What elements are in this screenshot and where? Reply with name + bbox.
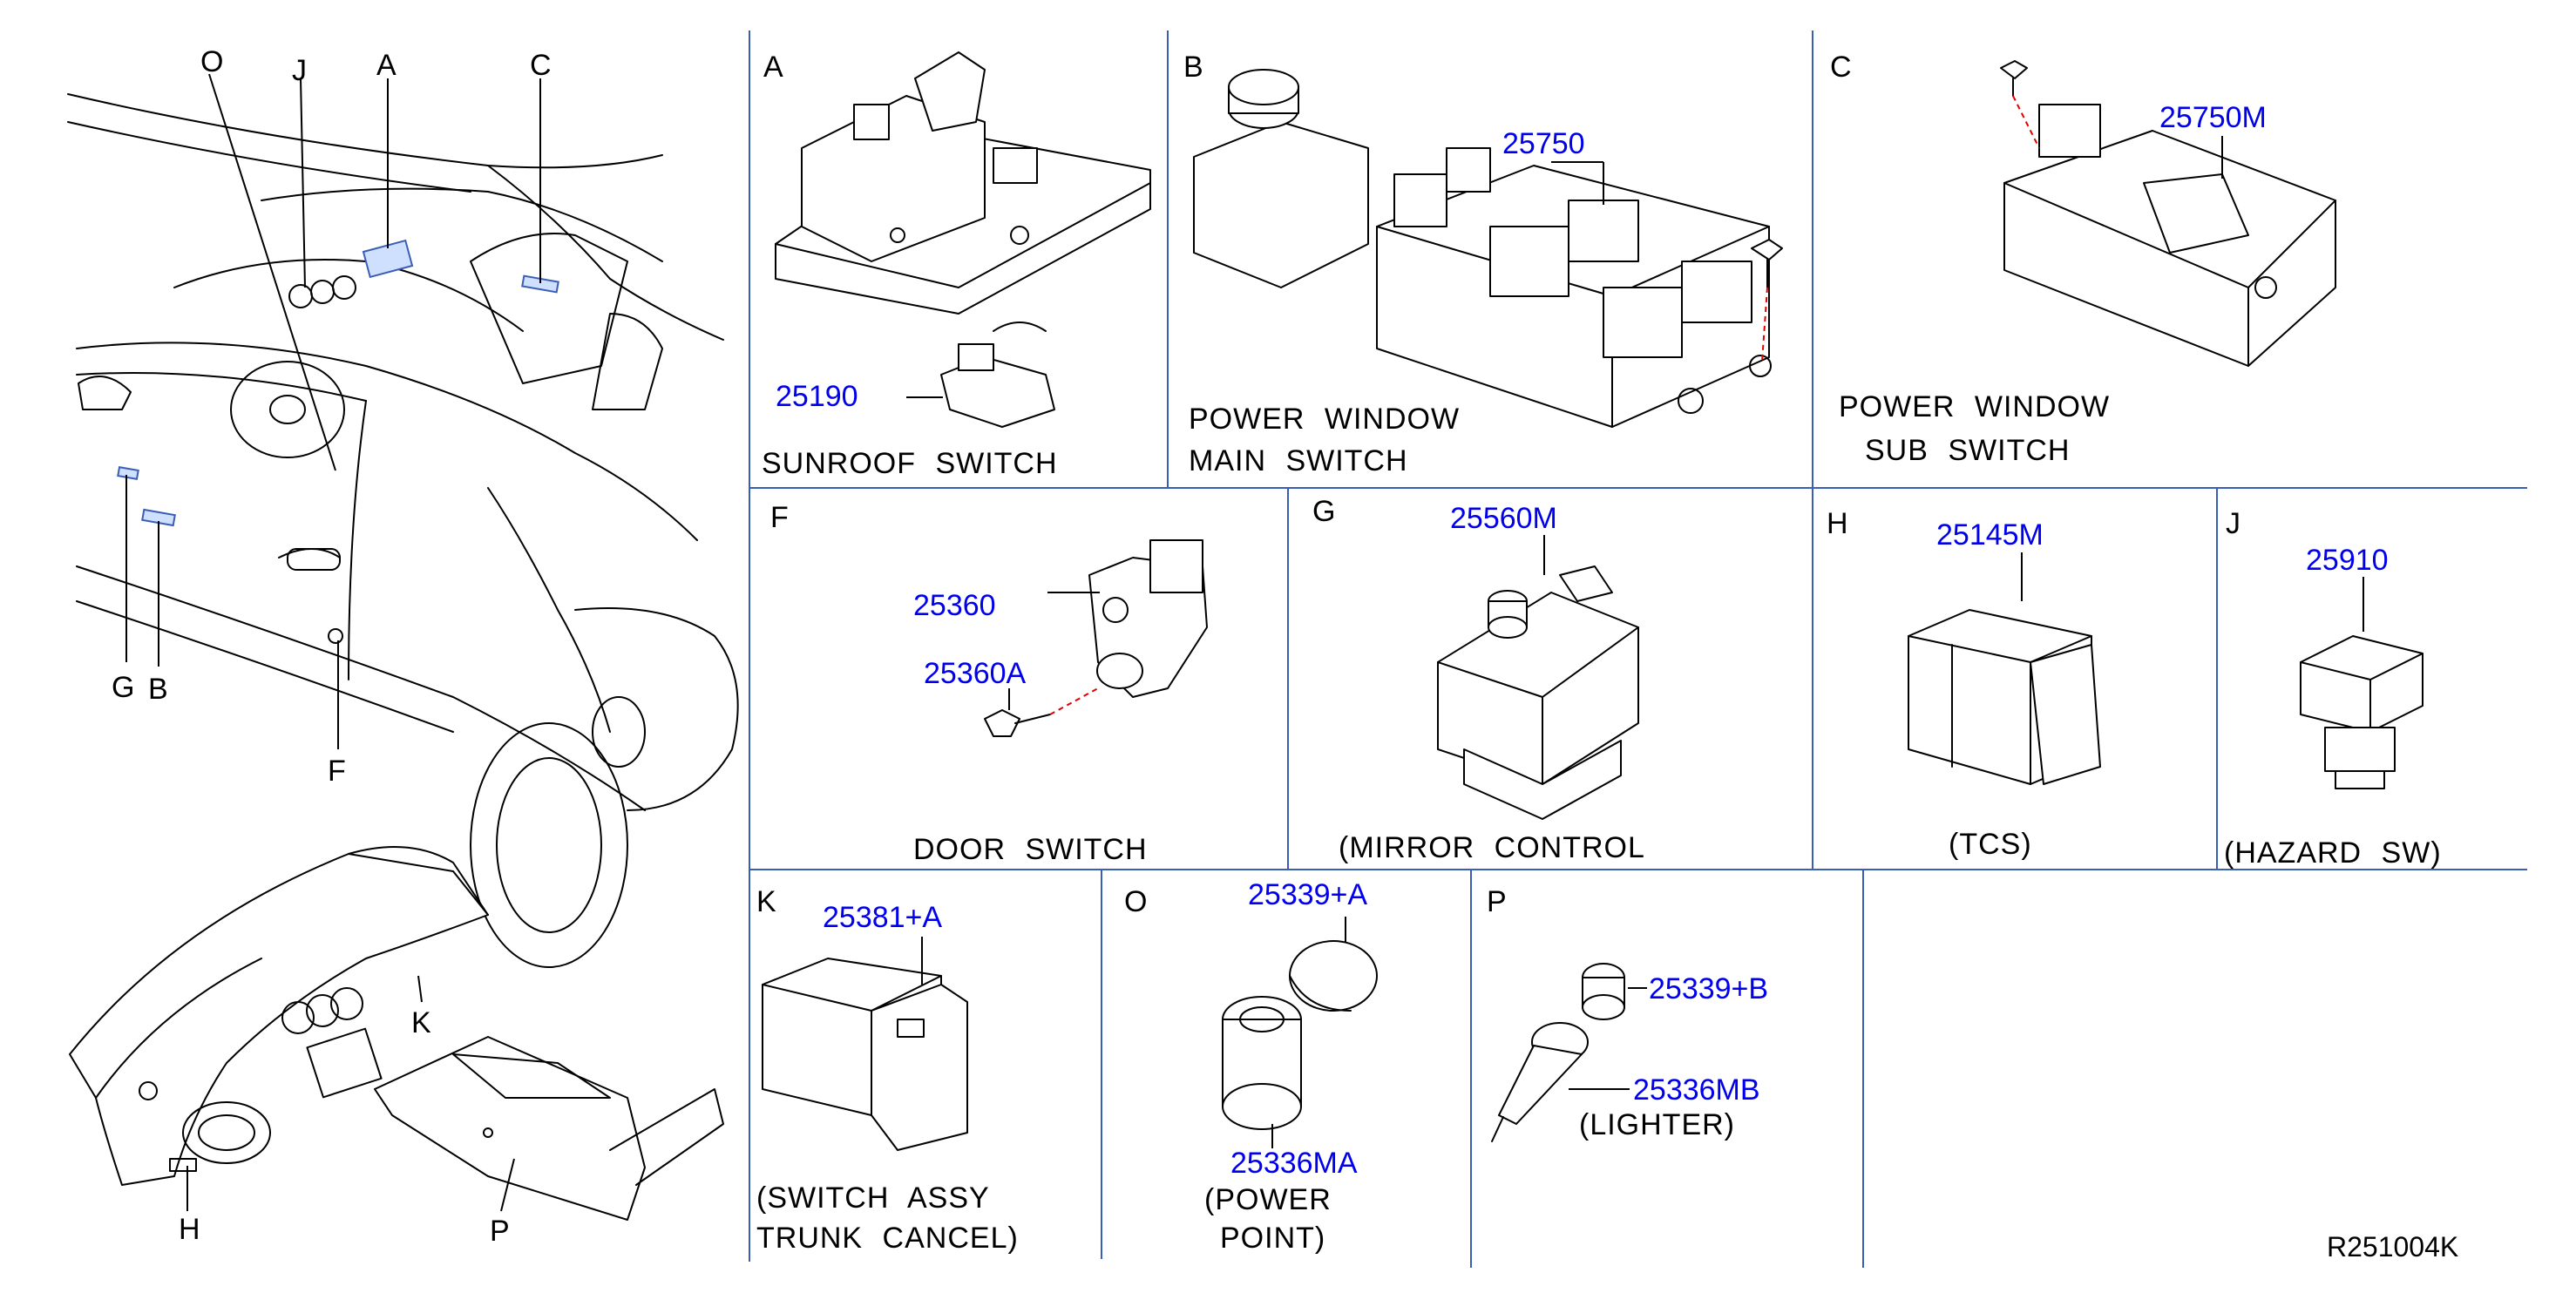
trunk-cancel-switch-drawing [762,958,968,1151]
overview-label-g: G [112,671,134,704]
panel-p: P 25339+B 25336MB (LIGHTER) [1487,885,1768,1142]
panel-k-caption-line1: (SWITCH ASSY [756,1181,990,1215]
lighter-socket-drawing [1582,963,1625,1020]
panel-c-caption-line1: POWER WINDOW [1839,390,2110,423]
door-switch-drawing [1088,539,1208,698]
car-interior-illustration [67,73,739,968]
panel-c-letter: C [1830,51,1852,84]
sunroof-switch-housing-drawing [775,51,1151,315]
panel-o-letter: O [1124,885,1147,918]
panel-p-caption: (LIGHTER) [1579,1108,1735,1141]
part-number-25750m: 25750M [2159,101,2267,134]
sunroof-switch-module-drawing [940,322,1055,428]
panel-f-caption: DOOR SWITCH [913,833,1148,866]
door-switch-bolt-drawing [984,709,1051,737]
hazard-switch-drawing [2300,635,2423,789]
panel-f-letter: F [770,501,789,534]
part-number-25339b: 25339+B [1649,972,1768,1005]
panel-c-caption-line2: SUB SWITCH [1865,434,2070,467]
overview-label-c: C [530,49,552,82]
panel-f: F 25360 25360A DOOR SWITCH [770,501,1208,866]
panel-c: C 25750M POWER WINDOW SUB SWITCH [1830,51,2336,467]
panel-b-caption-line2: MAIN SWITCH [1189,444,1408,477]
part-number-25145m: 25145M [1936,518,2044,552]
panel-k: K 25381+A (SWITCH ASSY TRUNK CANCEL) [756,885,1019,1255]
part-number-25339a: 25339+A [1248,878,1367,911]
panel-j-letter: J [2226,507,2240,540]
part-number-25360a: 25360A [924,657,1027,690]
part-number-25381a: 25381+A [823,901,942,934]
diagram-reference-code: R251004K [2327,1231,2458,1263]
overview-label-h: H [179,1213,200,1246]
part-number-25190: 25190 [776,380,858,413]
part-number-25910: 25910 [2306,544,2389,577]
part-number-25560m: 25560M [1450,502,1557,535]
overview-label-j: J [292,54,307,87]
panel-h-letter: H [1827,507,1848,540]
overview-label-a: A [376,49,397,82]
panel-g-caption: (MIRROR CONTROL [1339,831,1645,864]
panel-a: A 25190 SUNROOF SWITCH [762,51,1151,480]
panel-k-letter: K [756,885,776,918]
overview-label-k: K [411,1006,431,1039]
panel-o-caption-line1: (POWER [1204,1183,1332,1216]
mirror-control-switch-drawing [1437,565,1639,820]
panel-b-letter: B [1183,51,1203,84]
power-window-sub-switch-drawing [2003,104,2336,367]
sub-switch-screw-drawing [2000,60,2028,97]
panel-g-letter: G [1312,495,1335,528]
overview-label-b: B [148,673,168,706]
panel-g: G 25560M (MIRROR CONTROL [1312,495,1645,864]
panel-k-caption-line2: TRUNK CANCEL) [756,1222,1019,1255]
overview-label-f: F [328,755,346,788]
panel-p-letter: P [1487,885,1507,918]
panel-b: B 25750 POWER WINDOW MAIN SWITCH [1183,51,1783,477]
panel-a-caption: SUNROOF SWITCH [762,447,1058,480]
part-number-25360: 25360 [913,589,996,622]
power-point-cap-drawing [1289,940,1378,1012]
power-window-main-switch-drawing [1193,69,1772,428]
part-number-25336ma: 25336MA [1230,1147,1358,1180]
panel-b-caption-line1: POWER WINDOW [1189,403,1460,436]
panel-o-caption-line2: POINT) [1220,1222,1325,1255]
panel-o: O 25339+A 25336MA (POWER POINT) [1124,878,1378,1255]
panel-j-caption: (HAZARD SW) [2224,836,2442,870]
power-point-socket-drawing [1222,996,1302,1130]
dashboard-illustration [69,846,724,1221]
panel-j: J 25910 (HAZARD SW) [2224,507,2442,870]
panel-a-letter: A [763,51,783,84]
overview-label-o: O [200,45,223,78]
overview-label-p: P [490,1215,510,1248]
lighter-element-drawing [1491,1022,1589,1142]
panel-grid [749,30,2527,1268]
part-number-25750: 25750 [1502,127,1585,160]
panel-h-caption: (TCS) [1949,828,2032,861]
panel-h: H 25145M (TCS) [1827,507,2101,861]
screw-drawing [1751,239,1783,288]
tcs-switch-drawing [1908,609,2101,785]
part-number-25336mb: 25336MB [1633,1073,1760,1107]
